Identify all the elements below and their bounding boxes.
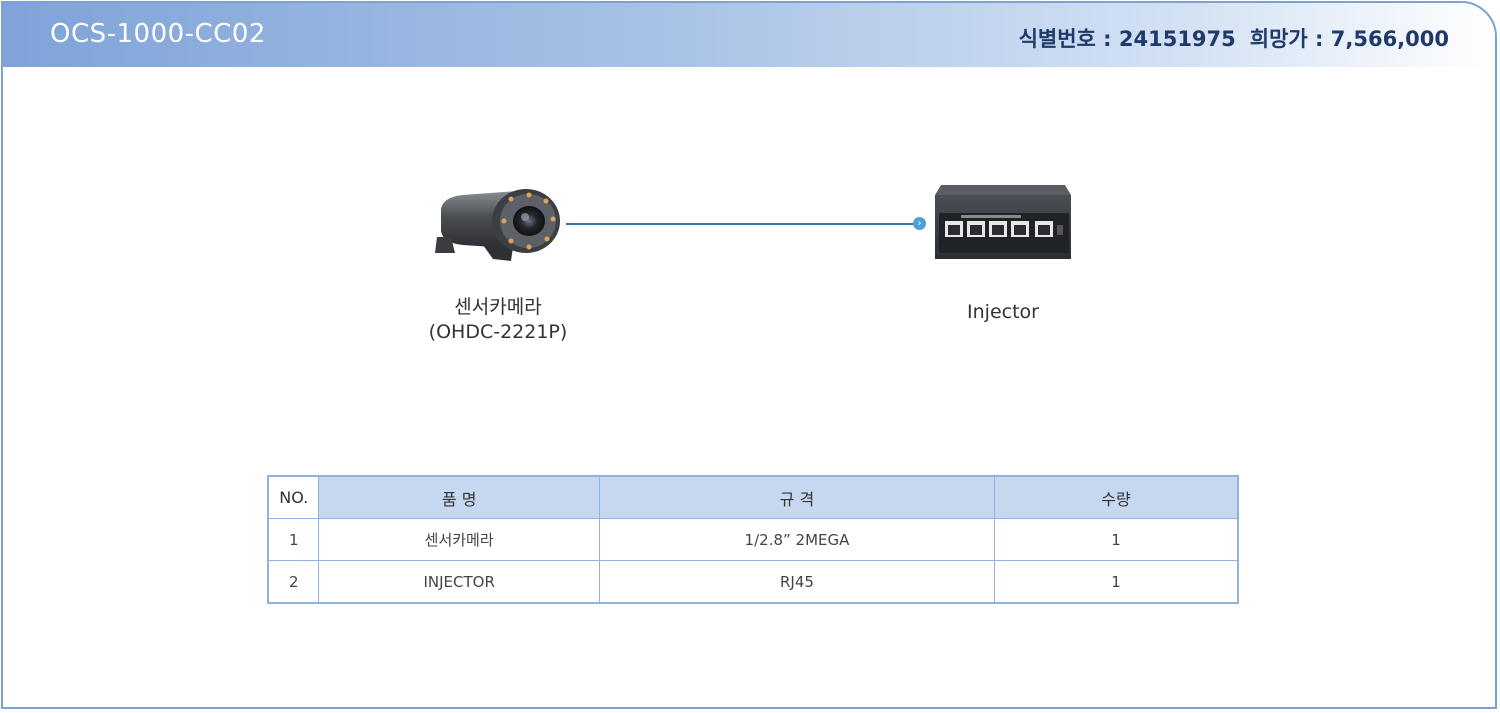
- cell-spec: RJ45: [598, 560, 996, 604]
- cell-no: 2: [267, 560, 320, 604]
- cell-spec: 1/2.8” 2MEGA: [598, 518, 996, 561]
- camera-label: 센서카메라 (OHDC-2221P): [403, 295, 593, 345]
- model-number: OCS-1000-CC02: [50, 19, 266, 49]
- cell-item-name: 센서카메라: [318, 518, 600, 561]
- cell-quantity: 1: [994, 518, 1239, 561]
- poe-switch-icon: [931, 183, 1076, 263]
- identification-info: 식별번호 : 24151975 희망가 : 7,566,000: [1019, 23, 1449, 53]
- header-bar: OCS-1000-CC02 식별번호 : 24151975 희망가 : 7,566…: [3, 3, 1495, 67]
- table-header-row: NO. 품 명 규 격 수량: [267, 475, 1239, 519]
- header-quantity: 수량: [994, 475, 1239, 519]
- chevron-right-icon: ›: [913, 217, 926, 230]
- table-row: 1 센서카메라 1/2.8” 2MEGA 1: [267, 518, 1239, 561]
- desired-price: 희망가 : 7,566,000: [1249, 27, 1449, 51]
- camera-model: (OHDC-2221P): [428, 321, 568, 343]
- id-number: 식별번호 : 24151975: [1018, 27, 1236, 51]
- cell-item-name: INJECTOR: [318, 560, 600, 604]
- cell-no: 1: [267, 518, 320, 561]
- cell-quantity: 1: [994, 560, 1239, 604]
- camera-name: 센서카메라: [454, 296, 542, 318]
- parts-table: NO. 품 명 규 격 수량 1 센서카메라 1/2.8” 2MEGA 1 2 …: [267, 475, 1239, 604]
- security-camera-icon: [433, 179, 568, 269]
- injector-label: Injector: [967, 301, 1039, 323]
- table-row: 2 INJECTOR RJ45 1: [267, 560, 1239, 604]
- connection-line: [566, 223, 916, 225]
- header-item-name: 품 명: [318, 475, 600, 519]
- header-no: NO.: [267, 475, 320, 519]
- header-spec: 규 격: [598, 475, 996, 519]
